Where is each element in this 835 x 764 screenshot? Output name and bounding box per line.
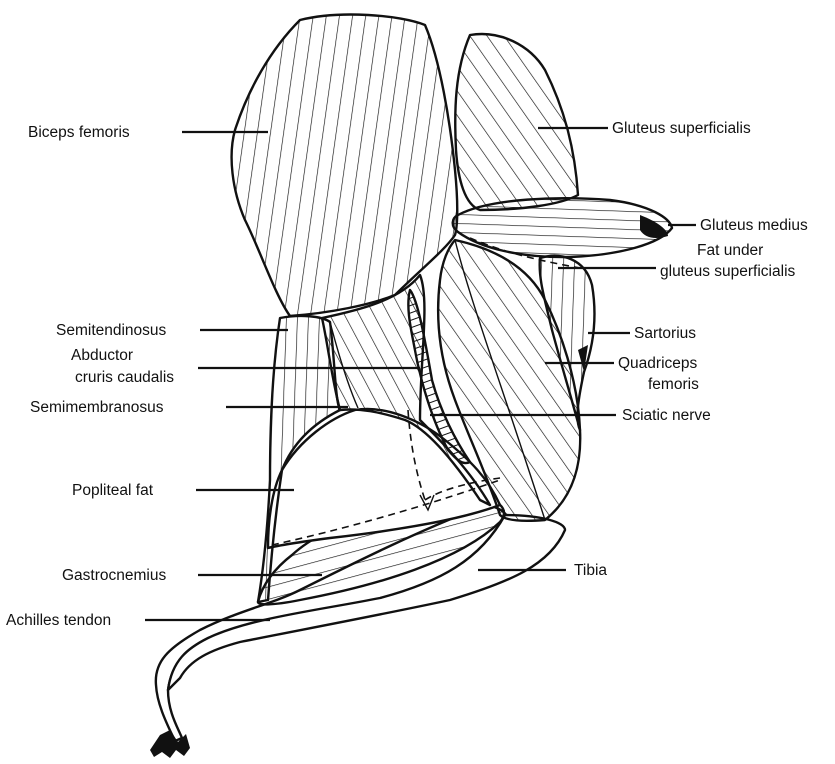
label-biceps-femoris: Biceps femoris bbox=[28, 124, 130, 141]
label-abductor-line1: Abductor bbox=[71, 347, 133, 364]
label-gluteus-superficialis: Gluteus superficialis bbox=[612, 120, 751, 137]
label-gluteus-medius: Gluteus medius bbox=[700, 217, 808, 234]
label-sciatic-nerve: Sciatic nerve bbox=[622, 407, 711, 424]
label-fat-under-line2: gluteus superficialis bbox=[660, 263, 796, 280]
foot-claws-icon bbox=[150, 730, 190, 758]
label-semimembranosus: Semimembranosus bbox=[30, 399, 164, 416]
label-gastrocnemius: Gastrocnemius bbox=[62, 567, 166, 584]
label-abductor-line2: cruris caudalis bbox=[75, 369, 174, 386]
label-popliteal-fat: Popliteal fat bbox=[72, 482, 154, 499]
biceps-femoris-muscle bbox=[232, 15, 458, 316]
label-sartorius: Sartorius bbox=[634, 325, 696, 342]
label-quadriceps-line2: femoris bbox=[648, 376, 699, 393]
label-fat-under-line1: Fat under bbox=[697, 242, 763, 259]
label-semitendinosus: Semitendinosus bbox=[56, 322, 167, 339]
label-quadriceps-line1: Quadriceps bbox=[618, 355, 698, 372]
gluteus-superficialis-muscle bbox=[455, 34, 578, 210]
label-tibia: Tibia bbox=[574, 562, 607, 579]
label-achilles-tendon: Achilles tendon bbox=[6, 612, 111, 629]
